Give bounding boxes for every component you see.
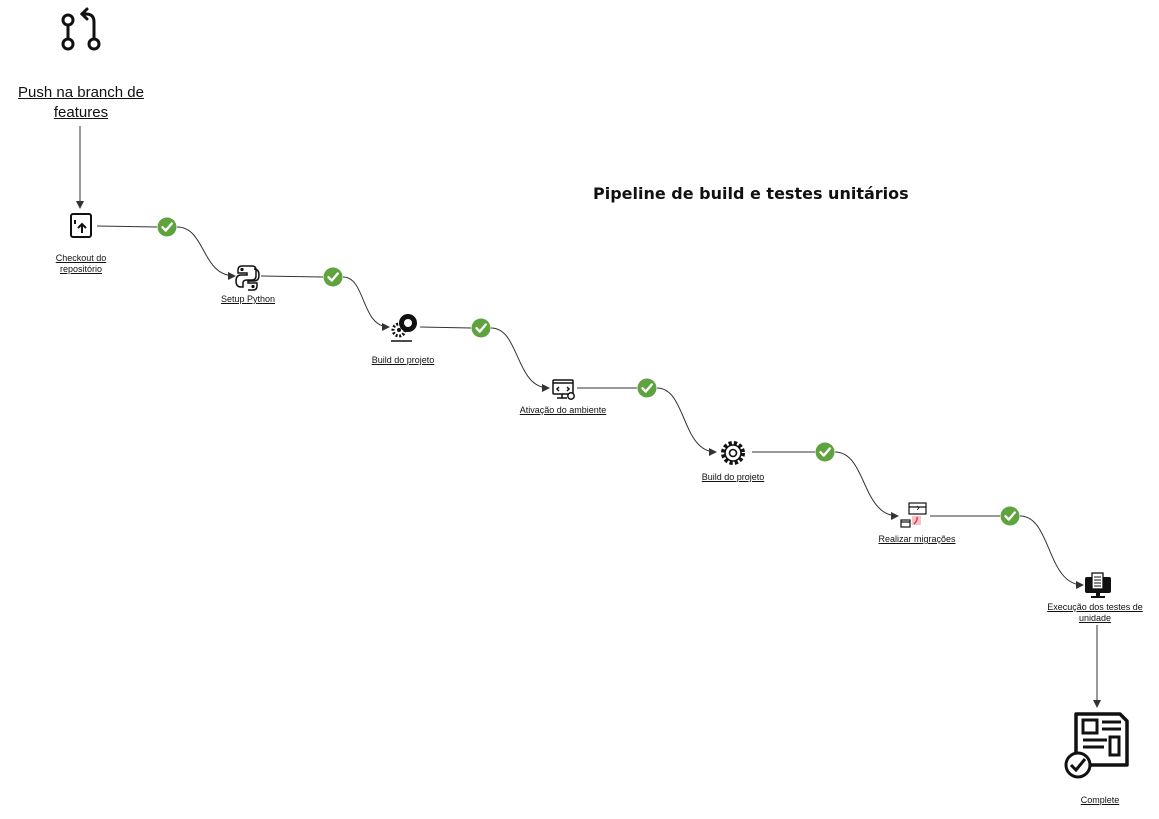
connector-line bbox=[96, 225, 158, 228]
trigger-label[interactable]: Push na branch de features bbox=[0, 83, 171, 124]
git-pull-request-icon bbox=[61, 7, 101, 51]
monitor-code-icon bbox=[552, 379, 575, 400]
step-label-line: Realizar migrações bbox=[878, 534, 956, 544]
document-check-icon bbox=[1064, 712, 1129, 779]
gear-icon bbox=[721, 441, 745, 465]
complete-label[interactable]: Complete bbox=[1060, 795, 1140, 806]
step-label-setup-python[interactable]: Setup Python bbox=[198, 294, 298, 305]
migration-icon bbox=[900, 502, 927, 528]
step-label-line: Ativação do ambiente bbox=[519, 405, 607, 415]
step-label-line: repositório bbox=[59, 264, 103, 275]
step-label-line: Execução dos testes de bbox=[1047, 602, 1143, 612]
status-check-icon bbox=[1000, 506, 1020, 526]
step-label-line: Build do projeto bbox=[371, 355, 435, 365]
connectors bbox=[76, 126, 1101, 708]
connector-curve bbox=[834, 451, 899, 520]
step-label-line: Build do projeto bbox=[701, 472, 765, 482]
build-gears-icon bbox=[391, 314, 417, 342]
complete-label-line: Complete bbox=[1080, 795, 1120, 805]
python-icon bbox=[235, 265, 260, 291]
step-label-migrations[interactable]: Realizar migrações bbox=[862, 534, 972, 545]
step-label-build-2[interactable]: Build do projeto bbox=[683, 472, 783, 483]
connector-curve bbox=[490, 327, 550, 392]
connector-line bbox=[419, 326, 472, 329]
step-label-activate-env[interactable]: Ativação do ambiente bbox=[503, 405, 623, 416]
repo-checkout-icon bbox=[70, 213, 92, 238]
step-label-checkout[interactable]: Checkout do repositório bbox=[31, 253, 131, 276]
trigger-label-line: Push na branch de bbox=[18, 84, 144, 101]
diagram-title: Pipeline de build e testes unitários bbox=[593, 184, 909, 203]
step-label-build-1[interactable]: Build do projeto bbox=[353, 355, 453, 366]
status-check-icon bbox=[637, 378, 657, 398]
status-check-icon bbox=[323, 267, 343, 287]
step-label-line: unidade bbox=[1078, 613, 1112, 624]
status-check-icon bbox=[157, 217, 177, 237]
status-check-icon bbox=[815, 442, 835, 462]
connector-curve bbox=[342, 276, 390, 331]
connector-curve bbox=[176, 226, 236, 280]
step-label-line: Checkout do bbox=[55, 253, 107, 263]
connector-curve bbox=[656, 387, 717, 456]
connector-curve bbox=[1019, 515, 1084, 589]
trigger-label-line: features bbox=[53, 104, 109, 122]
status-checks bbox=[157, 217, 1020, 526]
step-label-line: Setup Python bbox=[220, 294, 276, 304]
status-check-icon bbox=[471, 318, 491, 338]
test-report-monitor-icon bbox=[1085, 572, 1111, 598]
connector-line bbox=[260, 275, 324, 278]
step-label-unit-tests[interactable]: Execução dos testes de unidade bbox=[1030, 602, 1159, 625]
